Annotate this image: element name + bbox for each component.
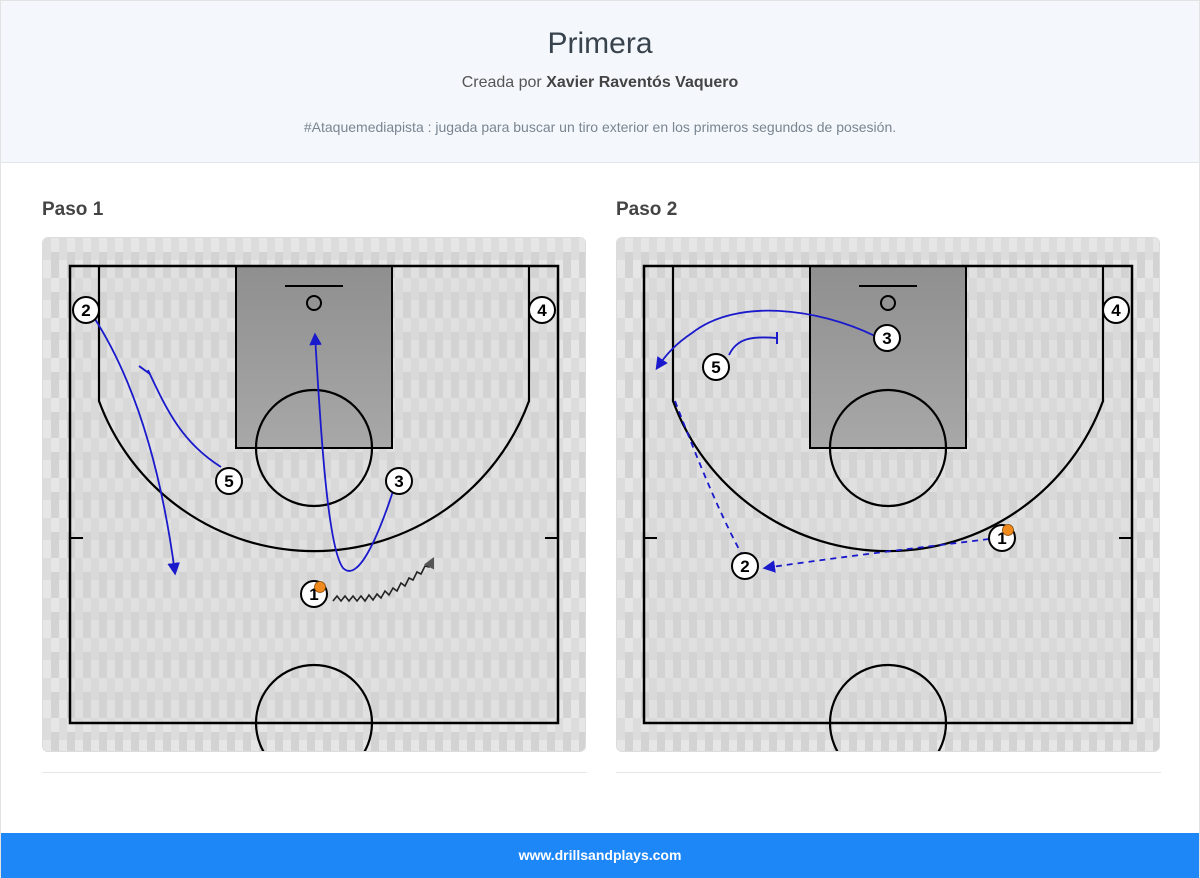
ball-icon xyxy=(1002,524,1014,536)
player-2: 2 xyxy=(731,552,759,580)
player-3-label: 3 xyxy=(394,472,403,491)
free-throw-circle xyxy=(828,388,948,508)
player-4-label: 4 xyxy=(537,301,547,320)
play-header: Primera Creada por Xavier Raventós Vaque… xyxy=(1,1,1199,163)
player-5: 5 xyxy=(702,353,730,381)
screen-player-5 xyxy=(728,336,778,356)
player-5: 5 xyxy=(215,467,243,495)
player-4-label: 4 xyxy=(1111,301,1121,320)
three-point-line xyxy=(97,266,531,553)
hoop xyxy=(306,295,322,311)
player-3: 3 xyxy=(385,467,413,495)
player-3: 3 xyxy=(873,324,901,352)
player-4: 4 xyxy=(528,296,556,324)
player-1-label: 1 xyxy=(997,529,1006,548)
free-throw-circle xyxy=(254,388,374,508)
step-2-divider xyxy=(616,772,1161,773)
author-line: Creada por Xavier Raventós Vaquero xyxy=(1,74,1199,92)
step-1-divider xyxy=(42,772,587,773)
court-2: 4 3 5 2 1 xyxy=(617,238,1159,751)
dribble-player-1 xyxy=(332,556,435,603)
play-title: Primera xyxy=(547,27,653,60)
player-1: 1 xyxy=(988,524,1016,552)
cut-player-2 xyxy=(92,315,180,576)
player-2-label: 2 xyxy=(740,557,749,576)
ball-icon xyxy=(314,581,326,593)
screen-end xyxy=(138,365,151,375)
pass-1-to-2 xyxy=(762,538,990,573)
paint-area xyxy=(235,265,393,449)
step-2-diagram: 4 3 5 2 1 xyxy=(616,237,1160,752)
center-circle xyxy=(828,663,948,751)
author-name: Xavier Raventós Vaquero xyxy=(546,74,739,91)
court-boundary xyxy=(68,264,560,725)
screen-player-5 xyxy=(147,369,222,468)
step-1-title: Paso 1 xyxy=(42,199,104,220)
hoop xyxy=(880,295,896,311)
player-3-label: 3 xyxy=(882,329,891,348)
player-5-label: 5 xyxy=(711,358,720,377)
player-4: 4 xyxy=(1102,296,1130,324)
pass-3-to-2 xyxy=(674,400,742,554)
play-description: #Ataquemediapista : jugada para buscar u… xyxy=(303,119,897,135)
court-1: 2 4 5 3 1 xyxy=(43,238,585,751)
player-2-label: 2 xyxy=(81,301,90,320)
step-1-diagram: 2 4 5 3 1 xyxy=(42,237,586,752)
center-circle xyxy=(254,663,374,751)
player-5-label: 5 xyxy=(224,472,233,491)
step-2-title: Paso 2 xyxy=(616,199,678,220)
footer-site-link[interactable]: www.drillsandplays.com xyxy=(1,833,1199,878)
player-2: 2 xyxy=(72,296,100,324)
cut-player-3 xyxy=(309,332,396,572)
author-prefix: Creada por xyxy=(461,74,542,91)
court-boundary xyxy=(642,264,1134,725)
paint-area xyxy=(809,265,967,449)
player-1-label: 1 xyxy=(309,585,318,604)
cut-player-3 xyxy=(655,309,876,371)
player-1: 1 xyxy=(300,580,328,608)
